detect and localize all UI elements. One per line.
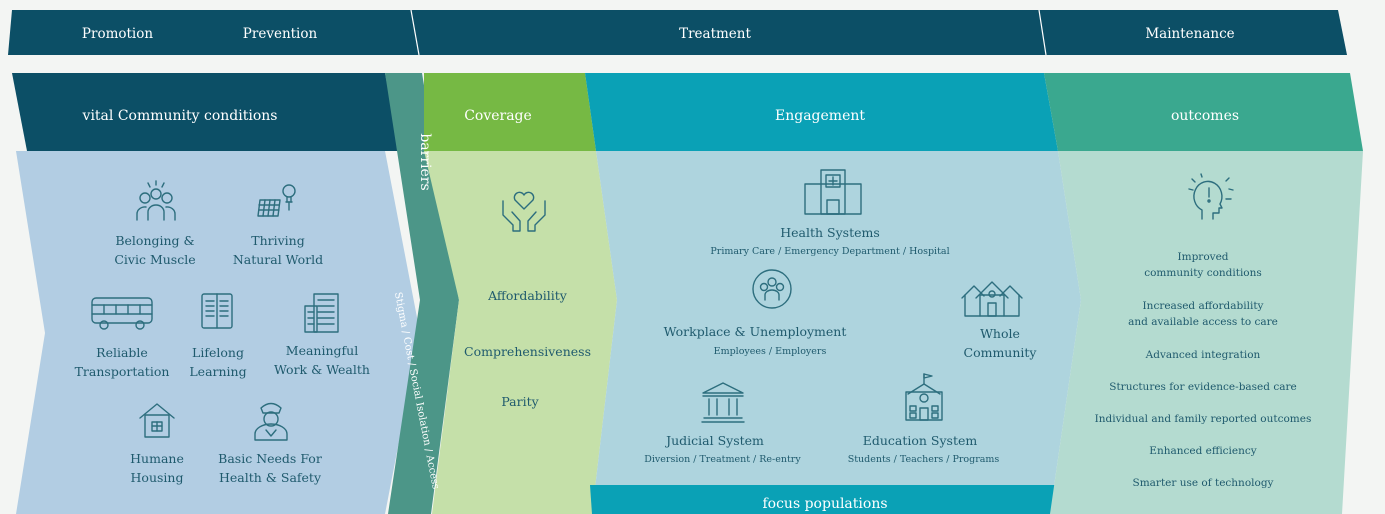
book-icon [198,292,236,332]
engagement-header-band [585,73,1058,151]
barriers-title: barriers [417,133,433,191]
coverage-affordability: Affordability [488,288,567,303]
solar-bulb-icon [256,180,298,222]
header-maintenance: Maintenance [1145,26,1235,42]
outcome-technology: Smarter use of technology [1132,477,1274,489]
outcome-efficiency: Enhanced efficiency [1149,445,1257,457]
coverage-parity: Parity [501,394,539,409]
community-title: vital Community conditions [82,108,278,124]
coverage-comprehensiveness: Comprehensiveness [464,344,591,359]
focus-populations-band [590,485,1056,514]
office-building-icon [302,292,342,334]
barriers-band [385,73,459,514]
coverage-panel [424,151,617,514]
community-panel [16,151,420,514]
officer-icon [250,398,292,442]
health-systems-sub: Primary Care / Emergency Department / Ho… [710,246,950,257]
engagement-title: Engagement [775,108,865,124]
education-sub: Students / Teachers / Programs [847,454,1000,465]
people-icon [134,180,178,222]
courthouse-icon [700,380,746,424]
header-divider-2 [1038,9,1047,56]
workplace-title: Workplace & Unemployment [663,324,847,339]
item-belonging: Belonging &Civic Muscle [114,233,196,267]
outcomes-header-band [1044,73,1363,151]
houses-icon [960,278,1024,318]
school-icon [902,372,946,424]
community-header-band [12,73,400,151]
hospital-icon [803,166,863,216]
hands-heart-icon [500,187,548,233]
judicial-title: Judicial System [666,433,764,448]
outcome-integration: Advanced integration [1145,349,1261,361]
header-divider-1 [410,9,420,56]
engagement-panel [592,151,1081,514]
outcome-reported: Individual and family reported outcomes [1094,413,1312,425]
header-treatment: Treatment [679,26,751,42]
head-exclamation-icon [1188,173,1234,223]
focus-populations-label: focus populations [762,496,888,512]
health-systems-title: Health Systems [780,225,880,240]
coverage-header-band [424,73,596,151]
group-circle-icon [751,268,793,310]
judicial-sub: Diversion / Treatment / Re-entry [644,454,801,465]
coverage-title: Coverage [464,108,532,124]
house-icon [137,400,177,440]
education-title: Education System [862,433,978,448]
bus-icon [90,296,154,332]
header-promotion: Promotion [81,26,154,42]
outcomes-title: outcomes [1170,108,1240,124]
workplace-sub: Employees / Employers [713,346,827,357]
header-prevention: Prevention [242,26,318,42]
header-banner [8,10,1347,55]
outcomes-panel [1050,151,1363,514]
outcome-structures: Structures for evidence-based care [1109,381,1297,393]
